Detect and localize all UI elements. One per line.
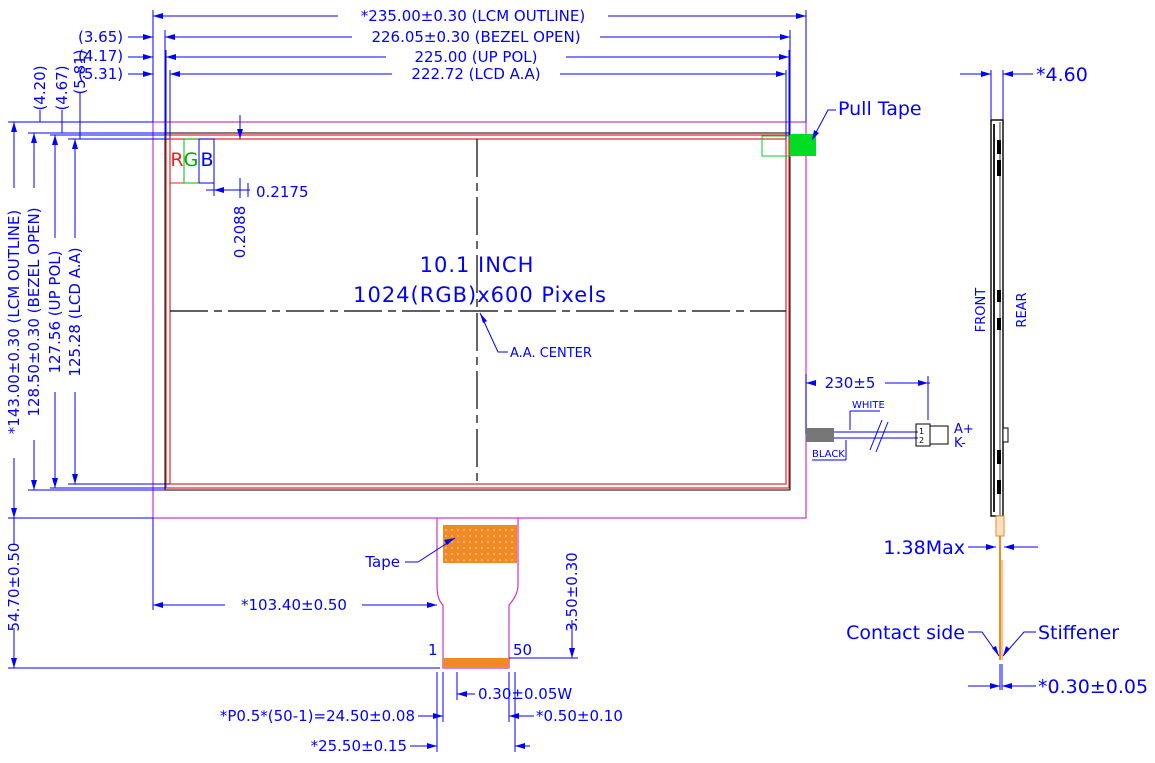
lcm-outline-width: *235.00±0.30 (LCM OUTLINE) xyxy=(361,7,585,25)
fpc-pin-last: 50 xyxy=(513,641,532,659)
pitch-value: *0.50±0.10 xyxy=(536,707,623,725)
offset-531: (5.31) xyxy=(78,65,123,83)
anode-label: A+ xyxy=(954,422,974,437)
panel-resolution: 1024(RGB)x600 Pixels xyxy=(353,283,607,307)
lcd-aa-height: 125.28 (LCD A.A) xyxy=(66,247,84,376)
fpc-contacts xyxy=(443,658,509,668)
tape-label: Tape xyxy=(364,553,400,571)
pitch-total: *P0.5*(50-1)=24.50±0.08 xyxy=(220,707,415,725)
stiffener-label: Stiffener xyxy=(1038,622,1119,644)
pull-tape-label: Pull Tape xyxy=(838,98,922,120)
offset-467: (4.67) xyxy=(53,65,71,110)
lcm-outline-height: *143.00±0.30 (LCM OUTLINE) xyxy=(5,210,23,434)
fpc-offset: *103.40±0.50 xyxy=(241,596,347,614)
side-thickness: *4.60 xyxy=(1036,64,1088,86)
up-pol-width: 225.00 (UP POL) xyxy=(415,48,538,66)
fpc-thickness: 1.38Max xyxy=(883,537,965,559)
total-width: *25.50±0.15 xyxy=(311,737,407,755)
top-dimensions: *235.00±0.30 (LCM OUTLINE) 226.05±0.30 (… xyxy=(78,7,807,139)
aa-center-label: A.A. CENTER xyxy=(510,346,592,361)
pin-width: 0.30±0.05W xyxy=(478,685,572,703)
up-pol-height: 127.56 (UP POL) xyxy=(46,251,64,374)
left-dimensions: *143.00±0.30 (LCM OUTLINE) 128.50±0.30 (… xyxy=(5,49,440,669)
wire-white: WHITE xyxy=(852,400,885,411)
pixel-detail: R G B 0.2175 0.2088 xyxy=(169,138,309,259)
up-pol-rect xyxy=(165,134,790,489)
offset-420: (4.20) xyxy=(31,65,49,110)
offset-581: (5.81) xyxy=(71,49,89,94)
wire-black: BLACK xyxy=(812,449,845,460)
backlight-cable: 230±5 WHITE BLACK 1 2 A+ K- xyxy=(805,374,974,461)
cable-length: 230±5 xyxy=(825,374,876,392)
total-height-dim: 54.70±0.50 xyxy=(5,543,23,632)
bezel-open-rect xyxy=(164,132,791,491)
bezel-open-width: 226.05±0.30 (BEZEL OPEN) xyxy=(371,28,580,46)
stiffener-length: 3.50±0.30 xyxy=(563,552,581,631)
pixel-pitch-h: 0.2175 xyxy=(256,183,309,201)
fpc-cable: Tape *103.40±0.50 3.50±0.30 1 50 0.30±0.… xyxy=(152,518,623,755)
pin-1: 1 xyxy=(919,427,924,436)
contact-side-label: Contact side xyxy=(846,622,965,644)
pin-2: 2 xyxy=(919,436,924,445)
stiffener-thickness: *0.30±0.05 xyxy=(1038,676,1148,698)
fpc-pin-first: 1 xyxy=(428,641,438,659)
cathode-label: K- xyxy=(954,436,966,451)
offset-365: (3.65) xyxy=(78,28,123,46)
front-label: FRONT xyxy=(974,288,989,332)
pull-tape-block xyxy=(790,134,816,156)
lcm-outline-rect xyxy=(152,121,807,519)
offset-417: (4.17) xyxy=(78,47,123,65)
pixel-pitch-v: 0.2088 xyxy=(231,206,249,259)
pixel-r: R xyxy=(170,149,183,171)
lcd-aa-width: 222.72 (LCD A.A) xyxy=(411,65,540,83)
side-view: *4.60 FRONT REAR 1.38Max Contact side St… xyxy=(846,64,1148,698)
rear-label: REAR xyxy=(1015,292,1030,327)
pixel-g: G xyxy=(184,149,199,171)
bezel-open-height: 128.50±0.30 (BEZEL OPEN) xyxy=(25,207,43,416)
pixel-b: B xyxy=(200,149,213,171)
panel-size: 10.1 INCH xyxy=(420,253,535,277)
